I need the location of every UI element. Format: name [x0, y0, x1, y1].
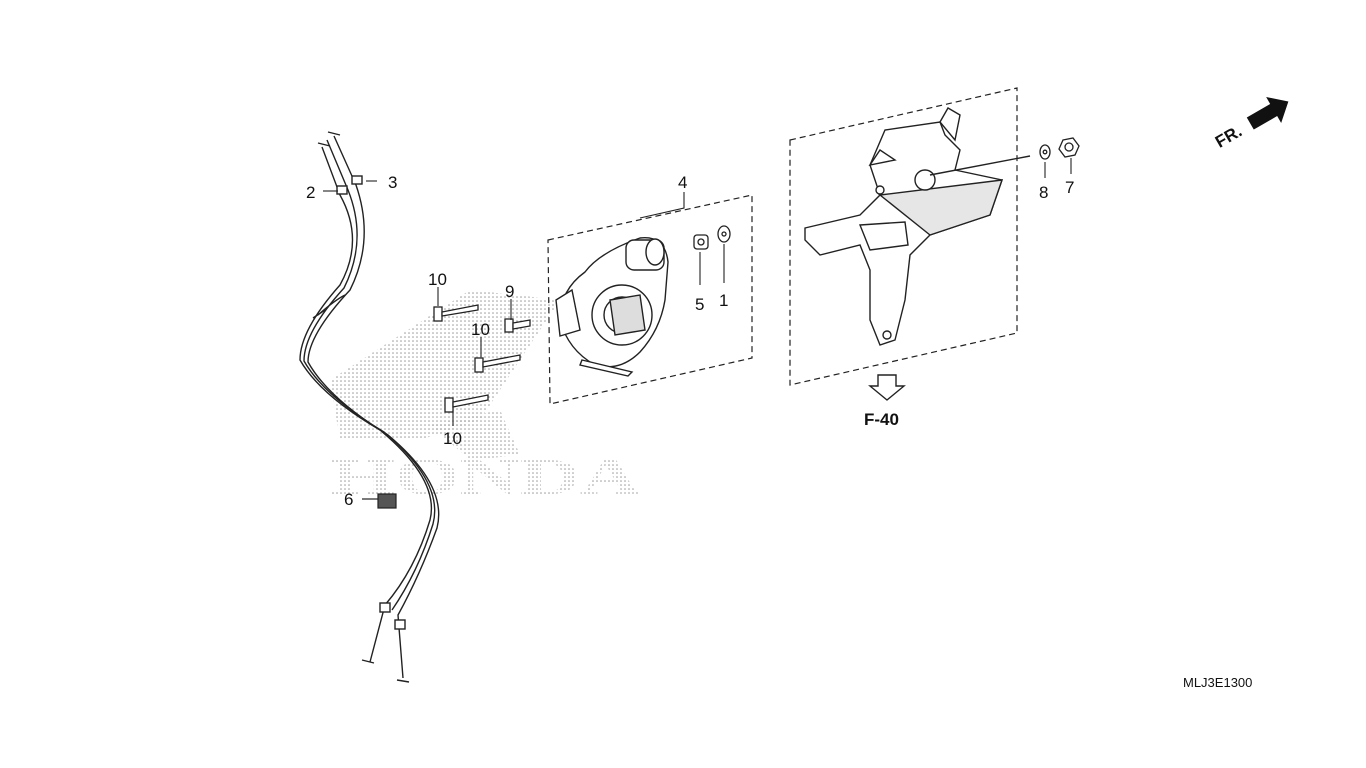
callout-6: 6 — [344, 490, 353, 509]
washer-8 — [1039, 144, 1051, 160]
throttle-body — [555, 237, 669, 377]
nut-5 — [693, 234, 709, 250]
callout-10-upper: 10 — [428, 270, 447, 289]
nut-and-washer — [693, 225, 731, 250]
throttle-cables — [299, 131, 440, 683]
washer-1 — [717, 225, 731, 243]
mounting-bracket — [804, 107, 1031, 346]
callouts: 1 2 3 4 5 6 7 8 9 10 10 10 — [306, 173, 1074, 509]
bolt-10-upper — [433, 304, 479, 322]
callout-10-middle: 10 — [471, 320, 490, 339]
cable-clip — [362, 493, 397, 509]
callout-4: 4 — [678, 173, 687, 192]
callout-3: 3 — [388, 173, 397, 192]
bolt-10-lower — [444, 394, 489, 413]
bracket-group — [789, 87, 1031, 386]
callout-1: 1 — [719, 291, 728, 310]
throttle-body-group — [547, 194, 753, 405]
leader-lines — [323, 158, 1072, 426]
washer-and-nut — [1039, 137, 1080, 160]
bolt-9 — [504, 318, 531, 333]
front-label: FR. — [1212, 122, 1245, 152]
front-arrow-icon — [1246, 97, 1289, 130]
reference-label: F-40 — [864, 410, 899, 429]
callout-8: 8 — [1039, 183, 1048, 202]
callout-2: 2 — [306, 183, 315, 202]
callout-10-lower: 10 — [443, 429, 462, 448]
nut-7 — [1058, 137, 1080, 158]
watermark-text: HONDA — [330, 449, 641, 506]
bolt-10-middle — [474, 354, 521, 373]
callout-5: 5 — [695, 295, 704, 314]
front-direction-indicator: FR. — [1212, 97, 1289, 152]
drawing-code: MLJ3E1300 — [1183, 675, 1252, 690]
callout-7: 7 — [1065, 178, 1074, 197]
bolts — [433, 304, 531, 413]
callout-9: 9 — [505, 282, 514, 301]
reference-arrow — [868, 374, 906, 401]
